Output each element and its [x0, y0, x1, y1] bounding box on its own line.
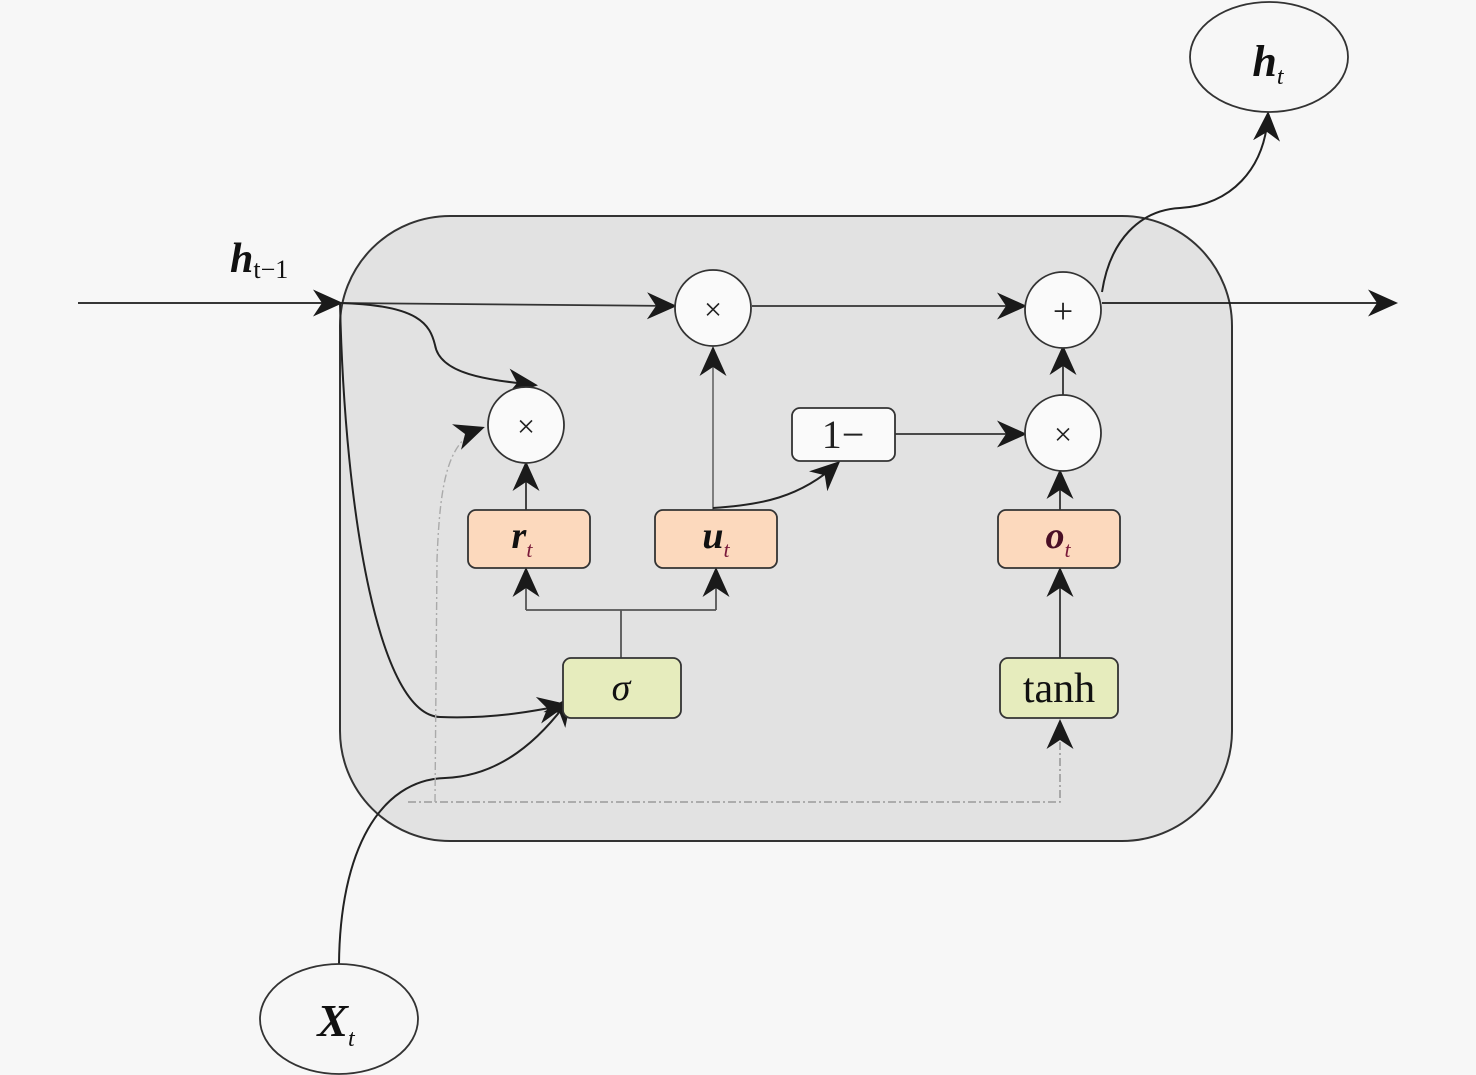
tanh-label: tanh: [1023, 666, 1095, 712]
output-hidden-label: h: [1252, 37, 1276, 86]
update-gate-symbol: u: [702, 515, 723, 557]
output-hidden-node: ht: [1189, 1, 1349, 113]
output-gate-symbol: o: [1045, 515, 1064, 557]
sum-to-output-hidden-curve: [1101, 111, 1281, 293]
reset-multiply-symbol: ×: [517, 408, 535, 444]
sum-symbol: +: [1053, 291, 1073, 331]
update-gate-subscript: t: [724, 537, 731, 562]
svg-text:ot: ot: [1045, 515, 1071, 562]
input-dashed-to-tanh: [408, 719, 1074, 803]
input-node: Xt: [259, 963, 419, 1075]
reset-gate-symbol: r: [512, 515, 528, 557]
prev-hidden-label: h: [230, 236, 253, 282]
prev-hidden-subscript: t−1: [253, 255, 288, 284]
output-gate-box: ot: [997, 509, 1121, 569]
output-hidden-subscript: t: [1277, 64, 1285, 90]
input-to-sigmoid-curve: [338, 695, 572, 965]
update-multiply-symbol: ×: [704, 291, 722, 327]
update-gate-to-one-minus-curve: [712, 460, 841, 509]
update-gate-box: ut: [654, 509, 778, 569]
output-multiply-node: ×: [1024, 394, 1102, 472]
svg-text:Xt: Xt: [315, 995, 356, 1052]
hidden-to-reset-multiply-curve: [339, 302, 538, 396]
input-subscript: t: [348, 1026, 356, 1052]
svg-text:ut: ut: [702, 515, 730, 562]
one-minus-label: 1−: [822, 412, 865, 457]
update-multiply-node: ×: [674, 269, 752, 347]
svg-text:ht−1: ht−1: [230, 236, 288, 284]
sum-node: +: [1024, 271, 1102, 349]
reset-gate-subscript: t: [526, 537, 533, 562]
input-label: X: [315, 995, 349, 1046]
reset-gate-box: rt: [467, 509, 591, 569]
svg-text:rt: rt: [512, 515, 534, 562]
tanh-box: tanh: [999, 657, 1119, 719]
svg-text:ht: ht: [1252, 37, 1284, 90]
output-gate-subscript: t: [1064, 537, 1071, 562]
reset-multiply-node: ×: [487, 386, 565, 464]
one-minus-node: 1−: [791, 407, 896, 462]
sigmoid-branch-line: [526, 609, 716, 658]
sigmoid-label: σ: [612, 667, 632, 709]
output-multiply-symbol: ×: [1054, 416, 1072, 452]
hidden-to-sigmoid-curve: [339, 302, 568, 724]
hidden-to-update-multiply-line: [339, 292, 677, 320]
sigmoid-box: σ: [562, 657, 682, 719]
